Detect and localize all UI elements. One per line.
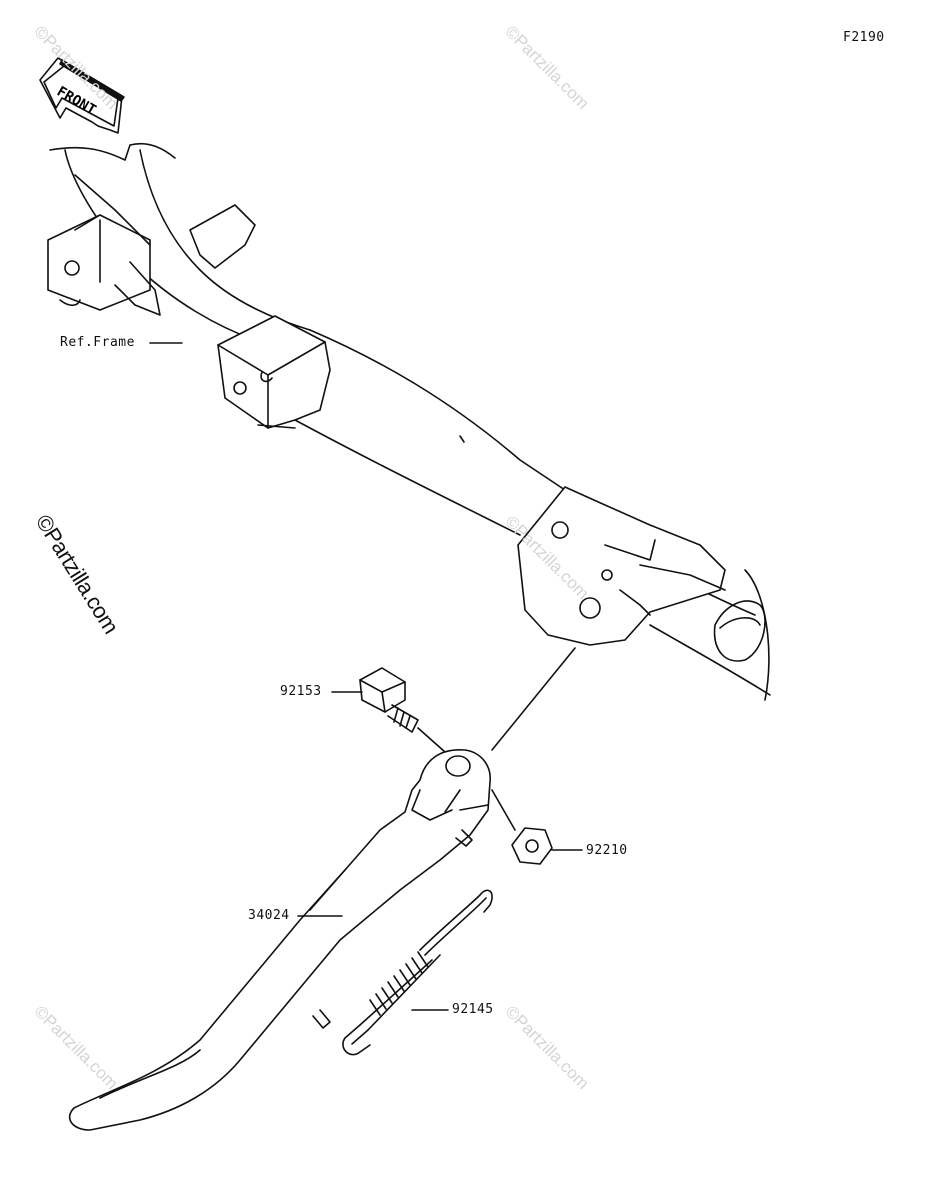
frame-middle-mount	[217, 315, 331, 429]
callout-92210: 92210	[586, 843, 628, 858]
nut-axis	[491, 789, 516, 831]
frame-tube	[49, 142, 771, 701]
frame-lower-bracket	[517, 486, 766, 662]
side-stand-34024	[68, 749, 491, 1131]
callout-34024: 34024	[248, 908, 290, 923]
figure-code: F2190	[843, 30, 885, 45]
nut-92210	[511, 827, 553, 865]
callout-92153: 92153	[280, 684, 322, 699]
front-arrow-icon	[39, 57, 125, 134]
bolt-92153	[359, 667, 419, 733]
frame-upper-bracket	[47, 174, 256, 316]
spring-92145	[342, 889, 493, 1056]
bolt-axis	[417, 727, 446, 753]
callout-92145: 92145	[452, 1002, 494, 1017]
frame-to-pivot-axis	[491, 647, 576, 751]
callout-ref-frame: Ref.Frame	[60, 335, 135, 350]
